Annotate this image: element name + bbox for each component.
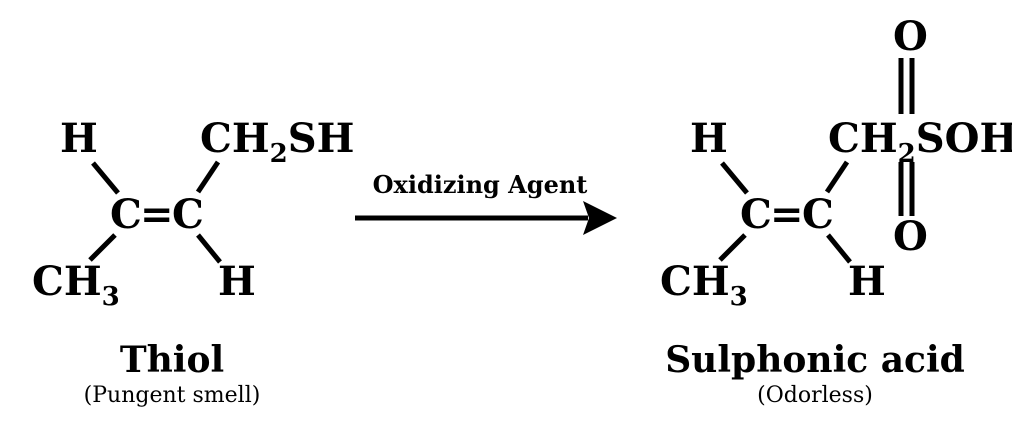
- product-note: (Odorless): [757, 383, 873, 408]
- reactant-bond-c-ch3: [88, 233, 117, 262]
- reactant-note: (Pungent smell): [84, 383, 261, 408]
- reactant-carbon-right: C: [172, 191, 204, 238]
- product-h-bottom: H: [848, 258, 886, 305]
- reagent-label: Oxidizing Agent: [373, 170, 588, 199]
- reactant-bond-h-c: [91, 161, 120, 195]
- product-methyl: CH3: [660, 258, 748, 312]
- reactant-carbon-left: C: [110, 191, 142, 238]
- reactant-bond-c-h: [196, 233, 222, 264]
- product-h-top: H: [690, 115, 728, 162]
- reactant-h-bottom: H: [218, 258, 256, 305]
- product-oxygen-top: O: [893, 13, 928, 60]
- product-substituent: CH2SOH: [828, 115, 1012, 169]
- product-carbon-left: C: [740, 191, 772, 238]
- product-double-bond: =: [770, 191, 804, 238]
- reactant-bond-c-ch2: [195, 160, 221, 194]
- product-bond-h-c: [720, 161, 749, 195]
- reactant-methyl: CH3: [32, 258, 120, 312]
- product-bond-c-ch3: [718, 233, 747, 262]
- product-oxygen-bottom: O: [893, 213, 928, 260]
- product-name: Sulphonic acid: [665, 339, 965, 381]
- reactant-name: Thiol: [120, 339, 224, 381]
- product-bond-c-h: [826, 233, 852, 264]
- reactant-structure: H CH2SH C = C CH3 H: [32, 115, 354, 312]
- product-structure: H CH2SOH O O C = C CH3 H: [660, 13, 1012, 312]
- product-bond-c-ch2: [824, 160, 850, 194]
- reactant-h-top: H: [60, 115, 98, 162]
- reactant-substituent: CH2SH: [200, 115, 354, 169]
- reactant-double-bond: =: [140, 191, 174, 238]
- reaction-arrow-head: [583, 201, 617, 235]
- product-carbon-right: C: [802, 191, 834, 238]
